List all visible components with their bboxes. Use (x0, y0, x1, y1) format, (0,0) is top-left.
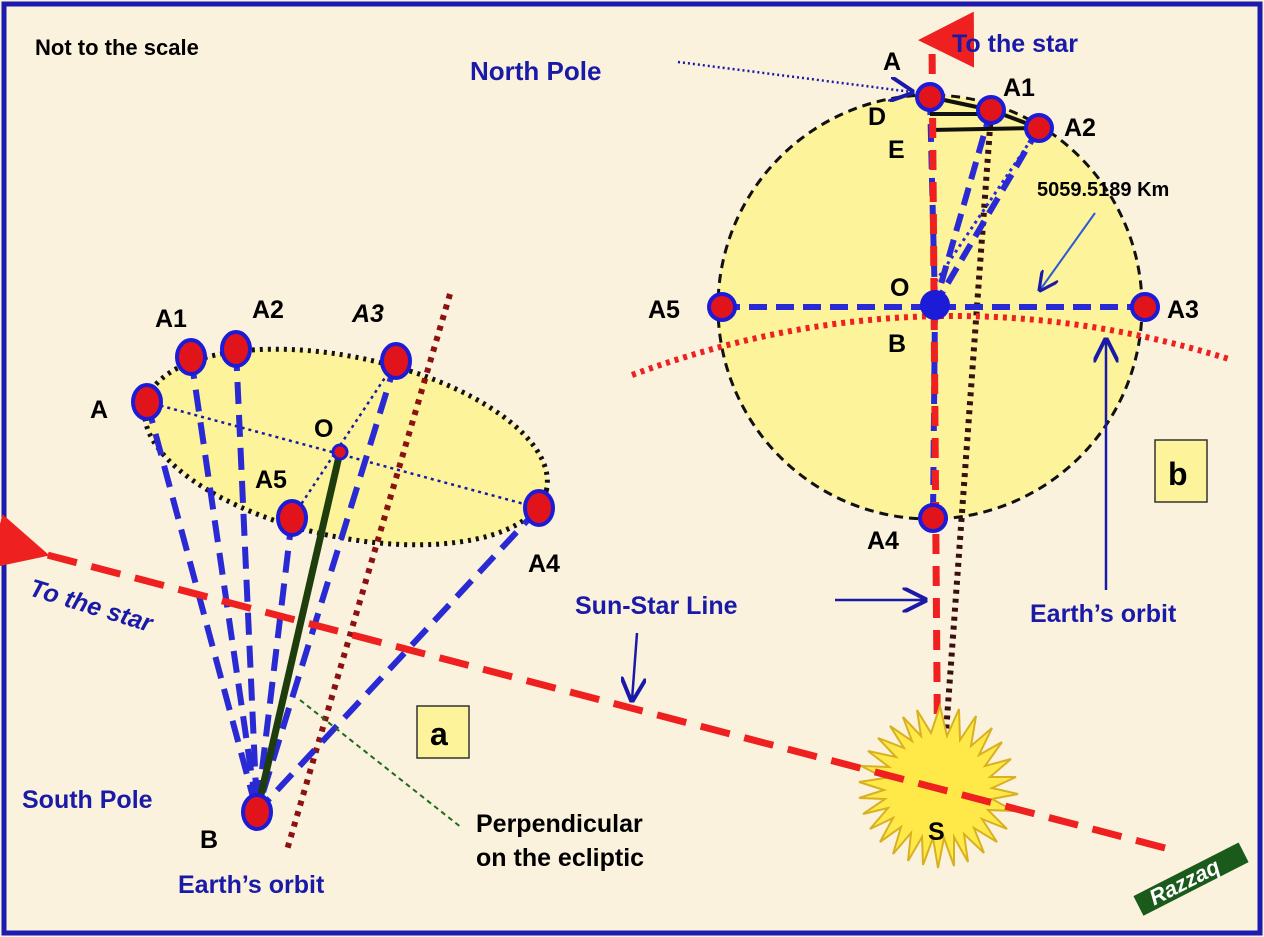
segment-e-a2 (929, 126, 1040, 132)
label-perpendicular-1: Perpendicular (476, 810, 643, 838)
tag-b: b (1168, 456, 1188, 492)
label-b-a: A (883, 48, 901, 76)
label-b-b: B (888, 330, 906, 358)
to-star-line-a (0, 514, 1166, 852)
to-star-pointer-a (632, 632, 637, 700)
distance-arrow (1040, 212, 1096, 290)
label-b-a5: A5 (648, 296, 680, 324)
tag-a: a (430, 716, 448, 752)
points-a (131, 330, 555, 831)
panel-b: S A A1 A2 A3 A4 A5 O B D E North Pole To… (470, 11, 1233, 869)
dotted-line-b (937, 113, 994, 816)
label-earth-orbit-a: Earth’s orbit (178, 871, 325, 899)
label-b-a2: A2 (1064, 114, 1096, 142)
dotted-line-b-a2 (928, 127, 1041, 291)
label-distance: 5059.5189 Km (1037, 179, 1169, 201)
panel-a: A A1 A2 A3 A4 A5 O B South Pole Earth’s … (22, 293, 644, 899)
points-b (707, 82, 1160, 533)
label-s: S (928, 818, 945, 846)
label-b-a3: A3 (1167, 296, 1199, 324)
sun-star-line (918, 11, 975, 811)
label-north-pole: North Pole (470, 56, 601, 86)
label-a-a1: A1 (155, 305, 187, 333)
tag-box-b (1154, 439, 1208, 503)
label-a-b: B (200, 826, 218, 854)
center-o-b (920, 290, 950, 320)
label-b-a1: A1 (1003, 74, 1035, 102)
label-a-a4: A4 (528, 550, 560, 578)
scale-note: Not to the scale (35, 35, 199, 60)
label-a-a: A (90, 396, 108, 424)
label-perpendicular-2: on the ecliptic (476, 844, 644, 872)
label-a-o: O (314, 415, 333, 443)
center-o-a (331, 443, 349, 461)
tag-box-a (416, 705, 470, 759)
diameter-a3-a5 (290, 360, 398, 519)
label-b-o: O (890, 274, 909, 302)
label-a-a3: A3 (351, 300, 384, 328)
north-pole-arrow (677, 60, 912, 92)
cone-lines-a (144, 348, 542, 815)
earth-orbit-line-a (284, 293, 453, 851)
label-b-d: D (868, 103, 886, 131)
label-a-a2: A2 (252, 296, 284, 324)
perpendicular-line (253, 451, 344, 813)
label-south-pole: South Pole (22, 786, 153, 814)
label-earth-orbit-b: Earth’s orbit (1030, 600, 1177, 628)
label-to-star-b: To the star (952, 30, 1078, 58)
label-sun-star-line: Sun-Star Line (575, 592, 738, 620)
label-b-e: E (888, 136, 905, 164)
label-b-a4: A4 (867, 527, 899, 555)
perpendicular-pointer (299, 699, 463, 829)
label-a-a5: A5 (255, 466, 287, 494)
